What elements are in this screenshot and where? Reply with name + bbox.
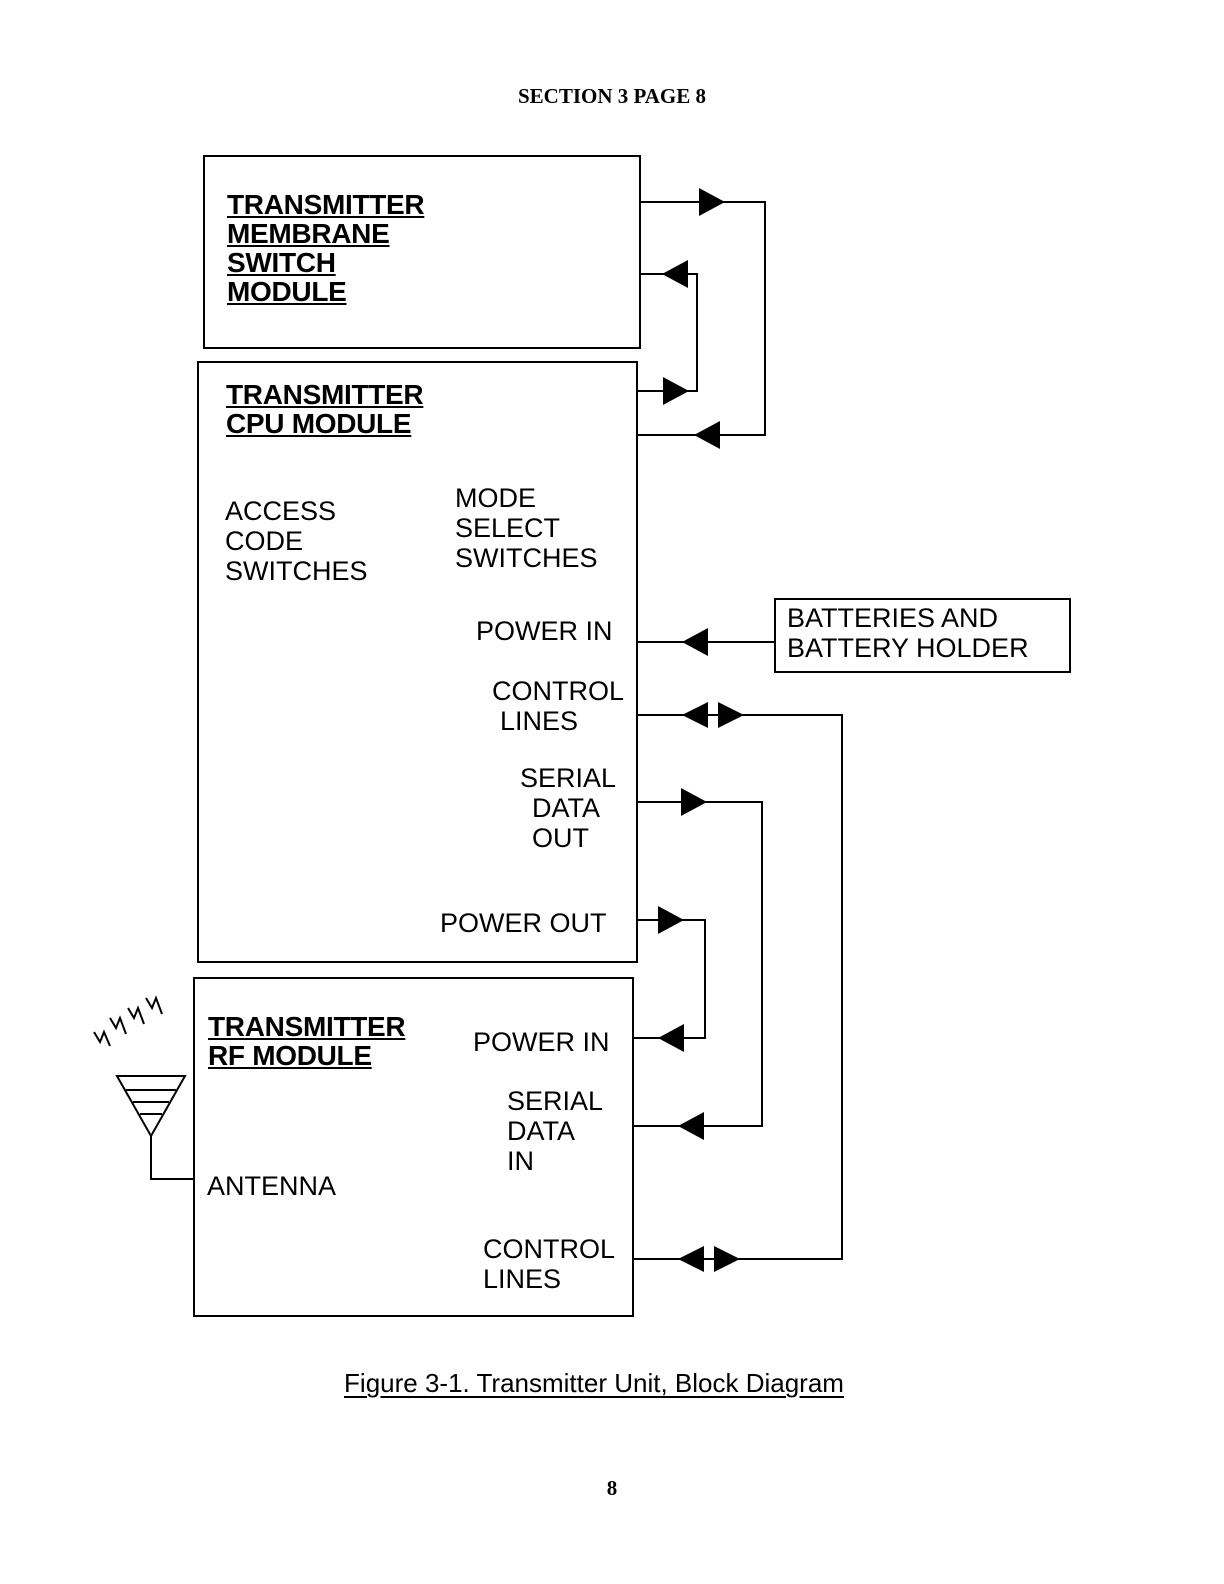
cpu-control-lines-label: CONTROL LINES — [492, 676, 624, 736]
mode-select-switches-label: MODE SELECT SWITCHES — [455, 483, 598, 573]
arrow-right-icon — [658, 906, 684, 934]
link-membrane-to-cpu — [637, 201, 766, 436]
title-line: RF MODULE — [208, 1040, 372, 1071]
arrow-right-icon — [699, 188, 725, 216]
label-line: MODE — [455, 483, 536, 513]
title-line: TRANSMITTER — [208, 1011, 406, 1042]
page-header: SECTION 3 PAGE 8 — [517, 84, 707, 108]
label-line: CODE — [225, 526, 304, 556]
membrane-module-title: TRANSMITTER MEMBRANE SWITCH MODULE — [227, 189, 425, 307]
link-cpu-to-membrane — [637, 273, 698, 392]
rf-module-title: TRANSMITTER RF MODULE — [208, 1011, 406, 1071]
title-line: TRANSMITTER — [227, 189, 425, 220]
arrow-left-icon — [682, 628, 708, 656]
label-line: SWITCHES — [455, 543, 598, 573]
link-power-out-to-rf — [633, 919, 706, 1039]
label-line: LINES — [483, 1264, 562, 1294]
power-out-label: POWER OUT — [440, 908, 607, 938]
label-line: IN — [507, 1146, 534, 1176]
rf-control-lines-label: CONTROL LINES — [483, 1234, 615, 1294]
page-number: 8 — [606, 1476, 618, 1500]
arrow-left-icon — [678, 1112, 704, 1140]
access-code-switches-label: ACCESS CODE SWITCHES — [225, 496, 368, 586]
serial-data-in-label: SERIAL DATA IN — [507, 1086, 603, 1176]
title-line: SWITCH — [227, 247, 336, 278]
membrane-module-box — [203, 155, 641, 349]
arrow-double-icon — [718, 702, 744, 728]
label-line: DATA — [507, 1116, 576, 1146]
link-serial-data — [633, 801, 763, 1127]
label-line: SELECT — [455, 513, 561, 543]
arrow-double-icon — [714, 1246, 740, 1272]
label-line: OUT — [532, 823, 589, 853]
title-line: MEMBRANE — [227, 218, 390, 249]
antenna-feed-line — [150, 1136, 194, 1180]
rf-power-in-label: POWER IN — [473, 1027, 610, 1057]
label-line: SERIAL — [520, 763, 617, 793]
cpu-module-box — [197, 361, 638, 963]
label-line: BATTERY HOLDER — [787, 633, 1029, 663]
label-line: ACCESS — [225, 496, 337, 526]
arrow-double-icon — [682, 702, 708, 728]
cpu-module-title: TRANSMITTER CPU MODULE — [226, 379, 424, 439]
label-line: DATA — [532, 793, 601, 823]
arrow-right-icon — [663, 377, 689, 405]
antenna-icon — [115, 1075, 187, 1139]
arrow-left-icon — [658, 1024, 684, 1052]
label-line: BATTERIES AND — [787, 603, 999, 633]
battery-label: BATTERIES AND BATTERY HOLDER — [787, 603, 1029, 663]
figure-caption-text: Figure 3-1. Transmitter Unit, Block Diag… — [344, 1368, 844, 1398]
arrow-right-icon — [681, 788, 707, 816]
title-line: MODULE — [227, 276, 347, 307]
label-line: SWITCHES — [225, 556, 368, 586]
rf-module-box — [193, 977, 634, 1317]
label-line: CONTROL — [483, 1234, 616, 1264]
figure-caption: Figure 3-1. Transmitter Unit, Block Diag… — [0, 1368, 1206, 1399]
link-control-lines — [633, 714, 843, 1260]
arrow-left-icon — [694, 421, 720, 449]
serial-data-out-label: SERIAL DATA OUT — [520, 763, 616, 853]
label-line: SERIAL — [507, 1086, 604, 1116]
arrow-left-icon — [662, 260, 688, 288]
radio-waves-icon — [93, 995, 163, 1047]
battery-box — [774, 598, 1071, 673]
title-line: TRANSMITTER — [226, 379, 424, 410]
antenna-label: ANTENNA — [207, 1171, 337, 1201]
label-line: LINES — [500, 706, 579, 736]
arrow-double-icon — [678, 1246, 704, 1272]
title-line: CPU MODULE — [226, 408, 412, 439]
cpu-power-in-label: POWER IN — [476, 616, 613, 646]
label-line: CONTROL — [492, 676, 625, 706]
